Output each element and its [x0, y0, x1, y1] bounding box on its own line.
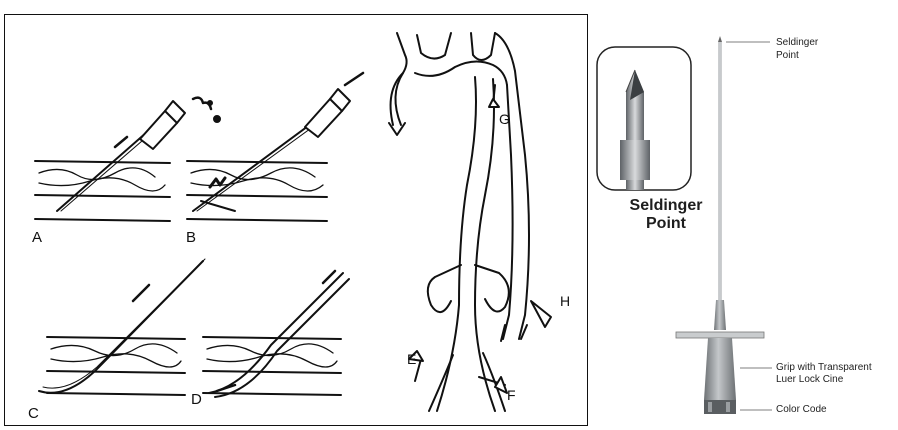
- inset-title-line1: Seldinger: [596, 197, 736, 215]
- site-h-label: H: [560, 293, 570, 309]
- site-f-label: F: [507, 387, 516, 403]
- seldinger-needle-panel: Seldinger Point Seldinger Point Grip wit…: [590, 0, 898, 430]
- color-code-callout: Color Code: [776, 404, 827, 415]
- step-c-label: C: [28, 405, 39, 422]
- point-callout-line2: Point: [776, 49, 818, 62]
- needle-shaft: [718, 36, 722, 307]
- step-b-label: B: [186, 229, 196, 246]
- grip-callout: Grip with Transparent Luer Lock Cine: [776, 362, 872, 386]
- grip-callout-line1: Grip with Transparent: [776, 362, 872, 374]
- inset-title: Seldinger Point: [596, 197, 736, 233]
- step-d-illustration: [203, 271, 349, 397]
- inset-title-line2: Point: [596, 215, 736, 233]
- step-d-label: D: [191, 391, 202, 408]
- site-g-label: G: [499, 111, 510, 127]
- step-b-illustration: [187, 73, 363, 221]
- seldinger-point-callout: Seldinger Point: [776, 36, 818, 62]
- needle-hub: [676, 300, 764, 414]
- seldinger-point-inset: [597, 47, 691, 190]
- site-e-label: E: [407, 351, 416, 367]
- point-callout-line1: Seldinger: [776, 36, 818, 49]
- step-a-label: A: [32, 229, 42, 246]
- step-a-illustration: [35, 98, 220, 221]
- grip-callout-line2: Luer Lock Cine: [776, 374, 872, 386]
- seldinger-technique-panel: A B C D E F G H: [4, 14, 588, 426]
- technique-illustration: [5, 15, 589, 427]
- step-c-illustration: [39, 259, 205, 395]
